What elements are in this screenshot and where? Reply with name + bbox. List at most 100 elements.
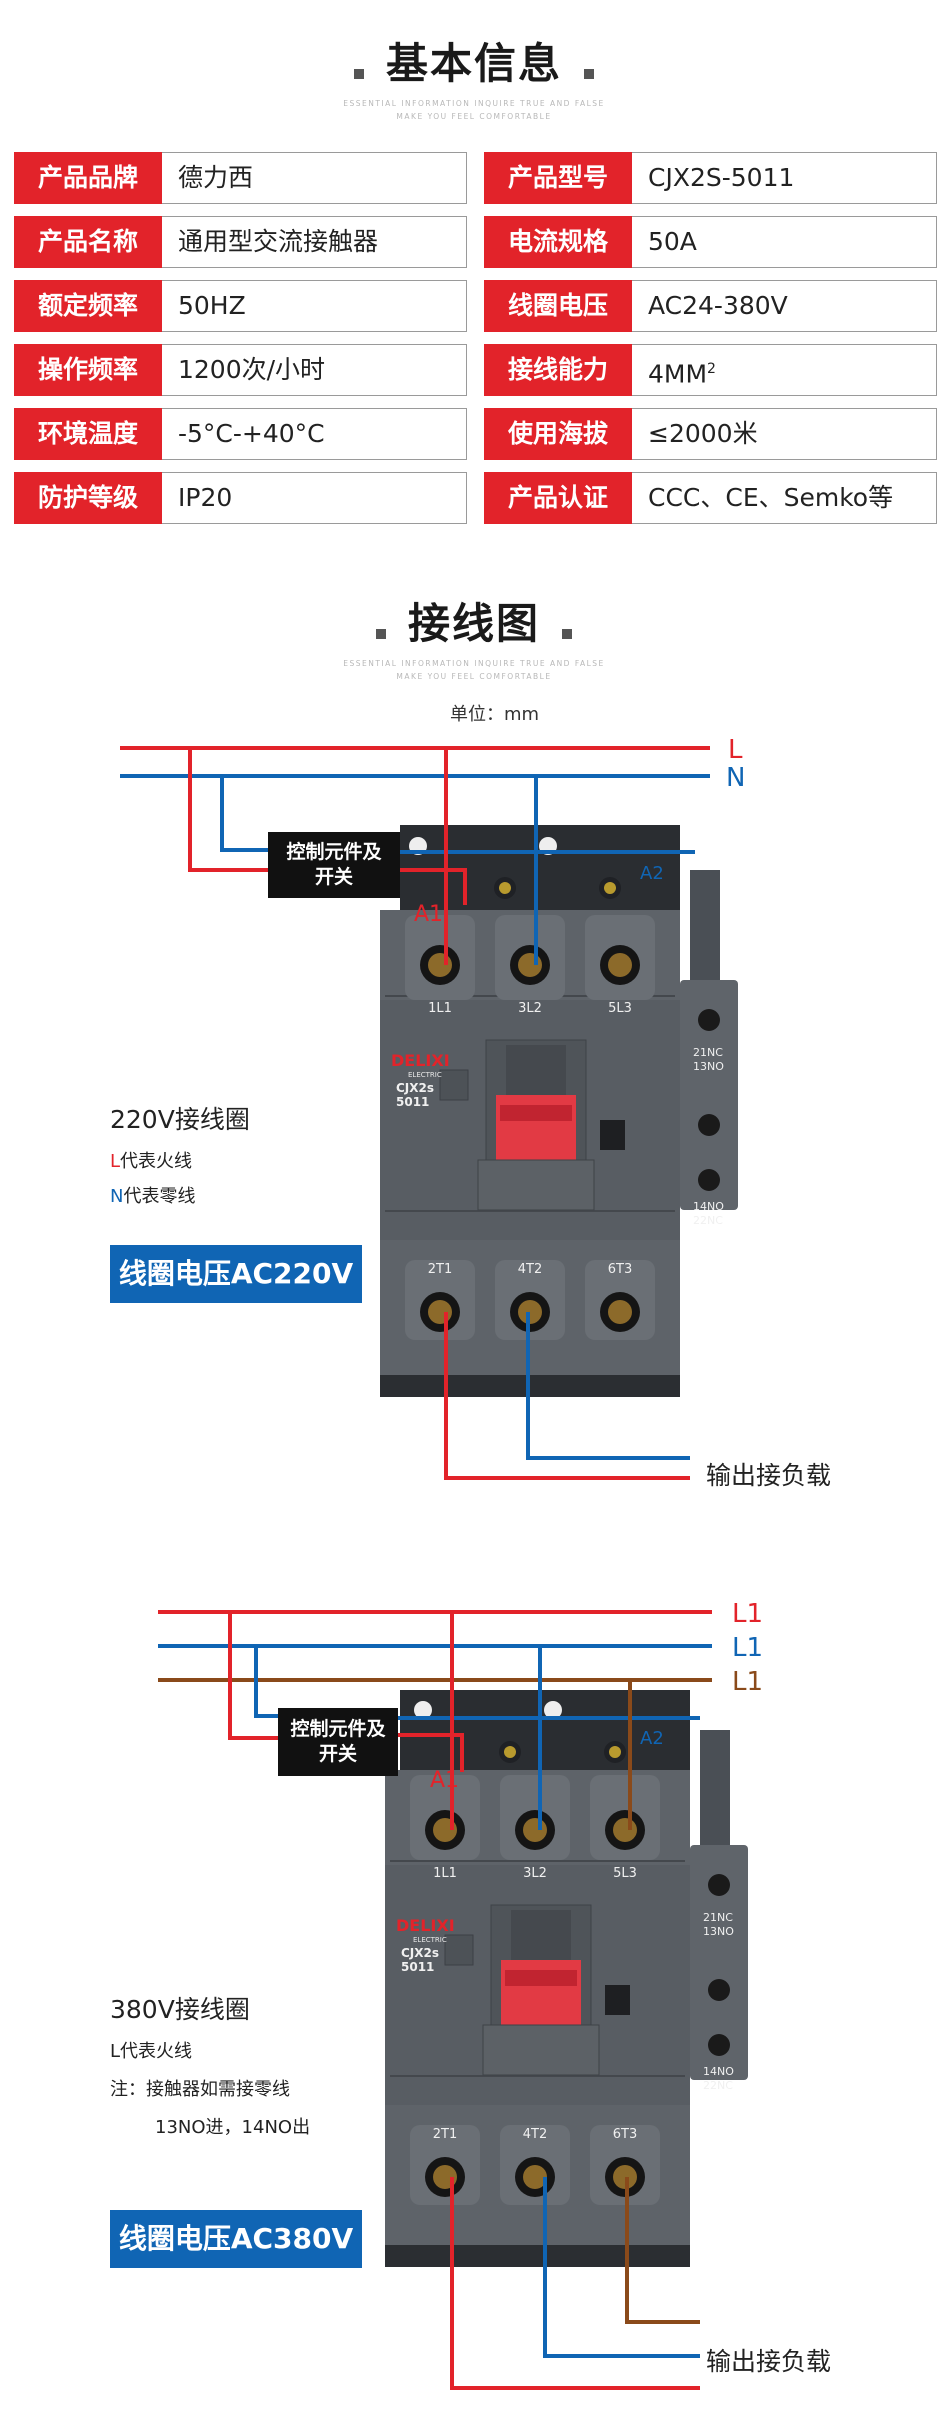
terminal-label: 4T2 [518,1262,542,1277]
wires [120,746,710,1480]
spec-value: 50HZ [162,280,467,332]
title-dot-icon [375,628,386,639]
spec-value: 4MM2 [632,344,937,396]
note-prefix: N [110,1186,124,1207]
terminal-label: 5L3 [613,1866,637,1881]
spec-value: 德力西 [162,152,467,204]
top-terminal-screws [425,1810,645,1850]
a2-label: A2 [640,863,664,884]
control-switch-box: 控制元件及 开关 [278,1708,398,1776]
model-label: CJX2s [396,1081,434,1095]
top-terminal-screws [420,945,640,985]
a1-label: A1 [430,1768,459,1793]
basic-info-title: 基本信息 [385,39,562,88]
coil-title: 220V接线圈 [110,1105,250,1134]
note-fire-line: L代表火线 [110,2041,193,2062]
spec-label: 产品品牌 [14,152,162,204]
line-label-3: L1 [732,1667,763,1697]
basic-info-header: 基本信息 ESSENTIAL INFORMATION INQUIRE TRUE … [0,30,948,123]
wiring-diagram-220v: 1L1 3L2 5L3 2T1 4T2 6T3 21NC 13NO 14NO 2… [120,735,745,1480]
control-label: 开关 [314,866,353,888]
aux-label: 21NC [703,1911,733,1924]
note-fire-line: L代表火线 [110,1147,192,1173]
spec-label: 使用海拔 [484,408,632,460]
unit-label: 单位：mm [450,704,540,725]
line-label-n: N [726,763,745,793]
spec-row: 产品品牌 德力西 产品型号 CJX2S-5011 [14,152,938,204]
note-neutral-line: N代表零线 [110,1182,195,1208]
brand-logo: DELIXI [396,1916,455,1935]
coil-title: 380V接线圈 [110,1995,250,2024]
spec-label: 电流规格 [484,216,632,268]
line-label-l: L [728,735,743,765]
spec-row: 额定频率 50HZ 线圈电压 AC24-380V [14,280,938,332]
spec-value: 50A [632,216,937,268]
spec-label: 接线能力 [484,344,632,396]
spec-row: 产品名称 通用型交流接触器 电流规格 50A [14,216,938,268]
spec-label: 操作频率 [14,344,162,396]
spec-value: AC24-380V [632,280,937,332]
basic-info-subtitle-1: ESSENTIAL INFORMATION INQUIRE TRUE AND F… [343,99,605,108]
coil-voltage-badge: 线圈电压AC220V [110,1245,362,1303]
wiring-subtitle-2: MAKE YOU FEEL COMFORTABLE [396,672,552,681]
wiring-subtitle-1: ESSENTIAL INFORMATION INQUIRE TRUE AND F… [343,659,605,668]
spec-label: 产品认证 [484,472,632,524]
terminal-label: 2T1 [428,1262,452,1277]
line-label-2: L1 [732,1633,763,1663]
spec-value-superscript: 2 [707,361,716,377]
spec-value-text: 4MM [648,359,708,389]
model-label: 5011 [396,1095,429,1109]
spec-label: 产品型号 [484,152,632,204]
spec-row: 防护等级 IP20 产品认证 CCC、CE、Semko等 [14,472,938,524]
spec-label: 环境温度 [14,408,162,460]
spec-label: 额定频率 [14,280,162,332]
basic-info-subtitle-2: MAKE YOU FEEL COMFORTABLE [396,112,552,121]
control-label: 控制元件及 [286,841,382,863]
spec-row: 环境温度 -5°C-+40°C 使用海拔 ≤2000米 [14,408,938,460]
spec-value: IP20 [162,472,467,524]
terminal-label: 3L2 [523,1866,547,1881]
terminal-label: 2T1 [433,2127,457,2142]
spec-value: CJX2S-5011 [632,152,937,204]
a2-label: A2 [640,1728,664,1749]
spec-label: 产品名称 [14,216,162,268]
coil-voltage-badge: 线圈电压AC380V [110,2210,362,2268]
note-prefix: L [110,1151,121,1172]
brand-sub: ELECTRIC [413,1936,447,1944]
control-label: 开关 [318,1743,357,1765]
terminal-label: 1L1 [433,1866,457,1881]
terminal-label: 3L2 [518,1001,542,1016]
title-dot-icon [584,68,594,79]
wires [158,1610,712,2390]
control-label: 控制元件及 [290,1718,386,1740]
spec-value: 通用型交流接触器 [162,216,467,268]
line-label-1: L1 [732,1599,763,1629]
terminal-label: 5L3 [608,1001,632,1016]
note-neutral-required: 注：接触器如需接零线 [110,2079,290,2100]
wiring-header: 接线图 ESSENTIAL INFORMATION INQUIRE TRUE A… [0,590,948,683]
note-text: 代表零线 [123,1186,196,1207]
spec-label: 防护等级 [14,472,162,524]
title-dot-icon [562,628,572,639]
wiring-title: 接线图 [407,599,540,648]
terminal-label: 4T2 [523,2127,547,2142]
aux-label: 22NC [703,2079,733,2092]
note-in-out: 13NO进，14NO出 [155,2117,311,2138]
spec-value: -5°C-+40°C [162,408,467,460]
aux-label: 14NO [693,1200,724,1213]
terminal-label: 6T3 [613,2127,637,2142]
output-label: 输出接负载 [706,1461,832,1490]
bottom-terminal-screws [425,2157,645,2197]
aux-label: 13NO [693,1060,724,1073]
note-text: 代表火线 [120,1151,193,1172]
model-label: CJX2s [401,1946,439,1960]
aux-label: 14NO [703,2065,734,2078]
spec-value: CCC、CE、Semko等 [632,472,937,524]
terminal-label: 1L1 [428,1001,452,1016]
terminal-label: 6T3 [608,1262,632,1277]
brand-logo: DELIXI [391,1051,450,1070]
aux-label: 22NC [693,1214,723,1227]
aux-label: 13NO [703,1925,734,1938]
wiring-diagram-380v: 1L1 3L2 5L3 2T1 4T2 6T3 21NC 13NO 14NO 2… [158,1599,763,2390]
spec-label: 线圈电压 [484,280,632,332]
